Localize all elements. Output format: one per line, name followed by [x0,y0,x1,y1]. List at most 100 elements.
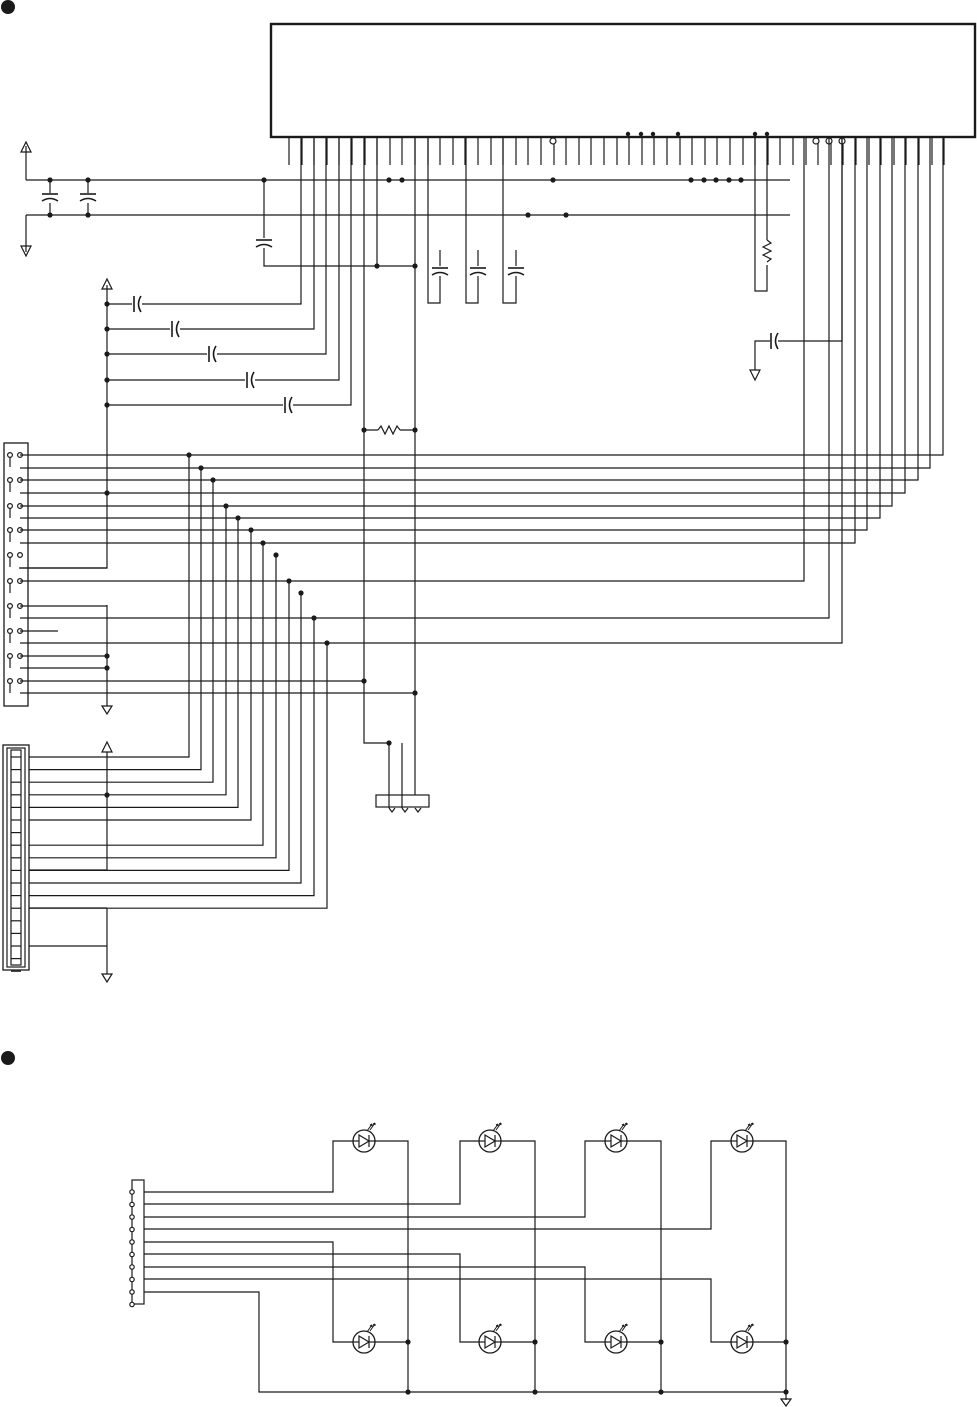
junction-dot-icon [248,527,253,532]
capacitor-icon [285,397,292,413]
led-icon [479,1324,501,1353]
led-icon [353,1324,375,1353]
junction-dot-icon [412,263,417,268]
bus-drop [29,518,238,807]
bus-drop [29,543,263,845]
junction-dot-icon [324,640,329,645]
junction-dot-icon [701,177,706,182]
junction-dot-icon [626,132,630,136]
junction-dot-icon [85,212,90,217]
junction-dot-icon [713,177,718,182]
lcd-controller-ic [271,24,975,137]
junction-dot-icon [532,1339,537,1344]
junction-dot-icon [186,452,191,457]
junction-dot-icon [374,263,379,268]
connector-pin-icon [8,629,13,634]
ground-arrow-down-icon [750,370,760,380]
junction-dot-icon [223,503,228,508]
connector-pin-icon [130,1252,134,1256]
junction-dot-icon [688,177,693,182]
resistor-icon [378,426,400,434]
junction-dot-icon [104,326,109,331]
junction-dot-icon [738,177,743,182]
junction-dot-icon [783,1339,788,1344]
led-icon [731,1324,753,1353]
junction-dot-icon [386,177,391,182]
junction-dot-icon [405,1339,410,1344]
led-icon [605,1123,627,1152]
capacitor-icon [432,268,448,275]
bus-drop [29,555,276,858]
bus-line [20,137,905,493]
connector-pin-icon [130,1277,134,1281]
connector-pin-icon [8,553,13,558]
ic-pin-open-icon [813,138,819,144]
led-backlight-circuit [130,1123,791,1406]
capacitor-icon [508,268,524,275]
section-bullet-1 [1,0,15,14]
bus-line [20,681,415,693]
junction-dot-icon [104,653,109,658]
power-arrow-up-icon [102,742,112,752]
junction-dot-icon [311,615,316,620]
junction-dot-icon [198,465,203,470]
ground-arrow-down-icon [102,706,112,714]
connector-pin-icon [8,579,13,584]
connector-pin-icon [8,679,13,684]
capacitor-icon [42,194,58,201]
junction-dot-icon [658,1339,663,1344]
ground-arrow-down-icon [102,974,112,982]
bus-line [20,137,880,518]
bus-drop [29,530,251,820]
junction-dot-icon [286,578,291,583]
junction-dot-icon [261,177,266,182]
junction-dot-icon [47,177,52,182]
capacitor-icon [256,240,272,247]
connector-pin-icon [8,528,13,533]
bus-line [20,137,892,506]
ground-arrow-down-icon [781,1399,791,1406]
bus-drop [29,643,327,908]
junction-dot-icon [651,132,655,136]
junction-dot-icon [765,132,769,136]
junction-dot-icon [550,177,555,182]
connector-pin-icon [8,654,13,659]
connector-pin-icon [8,604,13,609]
ic-pin-open-icon [550,138,556,144]
capacitor-icon [247,372,254,388]
junction-dot-icon [361,427,366,432]
junction-dot-icon [104,490,109,495]
junction-dot-icon [104,402,109,407]
junction-dot-icon [104,301,109,306]
connector-icon [4,443,28,706]
led-icon [731,1123,753,1152]
connector-pin-icon [130,1227,134,1231]
capacitor-icon [80,194,96,201]
connector-pin-icon [8,504,13,509]
junction-dot-icon [676,132,680,136]
junction-dot-icon [525,212,530,217]
ground-arrow-down-icon [21,215,31,256]
junction-dot-icon [405,1389,410,1394]
junction-dot-icon [273,552,278,557]
junction-dot-icon [235,515,240,520]
power-arrow-up-icon [21,142,31,180]
led-icon [605,1324,627,1353]
junction-dot-icon [361,678,366,683]
led-icon [479,1123,501,1152]
bus-line [20,137,855,543]
connector-pin-icon [130,1290,134,1294]
connector-pin-icon [130,1302,134,1306]
bus-line [20,137,918,480]
junction-dot-icon [412,690,417,695]
junction-dot-icon [47,212,52,217]
capacitor-icon [172,321,179,337]
junction-dot-icon [104,351,109,356]
bus-line [20,137,842,643]
connector-pin-icon [18,553,23,558]
bus-line [20,137,829,618]
bus-line [20,137,804,581]
junction-dot-icon [386,740,391,745]
resistor-icon [763,240,771,262]
